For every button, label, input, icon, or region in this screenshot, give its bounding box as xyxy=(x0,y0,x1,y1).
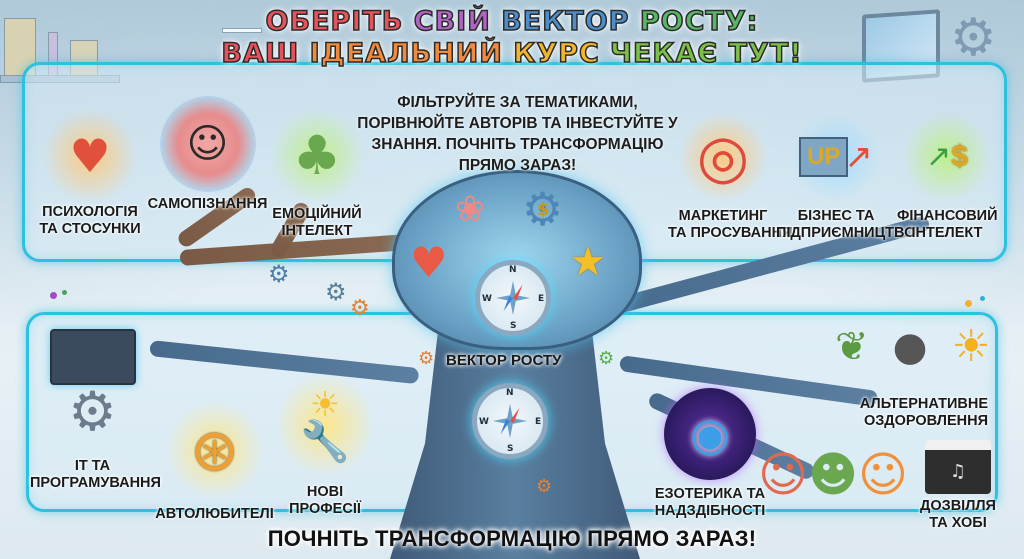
stones-icon: ● xyxy=(892,324,928,370)
herbs-stones-sun-icon: ❦ ● ☀ xyxy=(835,321,991,372)
gear-icon: ⚙ xyxy=(268,260,290,288)
compass-w: W xyxy=(482,294,492,304)
category-business[interactable]: UP ↗ БІЗНЕС ТА ПІДПРИЄМНИЦТВО xyxy=(776,112,916,242)
compass-w: W xyxy=(479,417,489,427)
gear-dollar-icon: ⚙ xyxy=(522,182,564,236)
category-label: ЕЗОТЕРИКА ТА xyxy=(654,486,766,502)
category-label: НОВІ xyxy=(306,484,344,500)
category-label: ЕМОЦІЙНИЙ xyxy=(272,206,362,222)
title-line-1: ОБЕРІТЬ СВІЙ ВЕКТОР РОСТУ: xyxy=(0,5,1024,38)
category-label: ПСИХОЛОГІЯ xyxy=(42,204,138,220)
decor-dot xyxy=(62,290,67,295)
wrench-lightbulb-icon: ☀ 🔧 xyxy=(280,366,370,484)
gear-icon: ⚙ xyxy=(536,476,553,497)
gear-icon: ⚙ xyxy=(325,278,347,306)
title-word: ВЕКТОР xyxy=(500,5,640,38)
category-marketing[interactable]: ◎ МАРКЕТИНГ ТА ПРОСУВАННЯ xyxy=(668,112,793,242)
compass-star-icon xyxy=(495,280,531,316)
herb-icon: ❦ xyxy=(835,324,869,370)
category-label: БІЗНЕС ТА xyxy=(797,208,875,224)
category-label: ТА СТОСУНКИ xyxy=(39,221,141,237)
category-label: АЛЬТЕРНАТИВНЕ xyxy=(859,396,988,412)
category-auto[interactable]: ⊛ АВТОЛЮБИТЕЛІ xyxy=(152,400,277,523)
brain-icon: ❀ xyxy=(455,189,486,230)
book xyxy=(4,18,36,76)
gear-icon: ⚙ xyxy=(950,8,997,68)
category-label: ДОЗВІЛЛЯ xyxy=(920,498,996,514)
category-label: ІНТЕЛЕКТ xyxy=(911,225,983,241)
ceiling-lamp xyxy=(222,28,262,33)
cta-banner[interactable]: ПОЧНІТЬ ТРАНСФОРМАЦІЮ ПРЯМО ЗАРАЗ! xyxy=(267,526,757,551)
category-label: ІНТЕЛЕКТ xyxy=(281,223,353,239)
category-label: НАДЗДІБНОСТІ xyxy=(654,503,766,519)
category-esoterics[interactable]: ◉ ЕЗОТЕРИКА ТА НАДЗДІБНОСТІ xyxy=(650,388,770,520)
category-label: МАРКЕТИНГ xyxy=(678,208,768,224)
lightbulb-icon: ☀ xyxy=(309,385,341,425)
category-label: ТА ПРОСУВАННЯ xyxy=(668,225,793,241)
decor-dot xyxy=(980,296,985,301)
compass-star-icon xyxy=(492,403,528,439)
star-icon: ★ xyxy=(570,239,606,285)
title-word: ВАШ xyxy=(221,37,310,70)
category-label: ПРОФЕСІЇ xyxy=(289,501,361,517)
title-word: ЧЕКАЄ ТУТ! xyxy=(609,37,803,70)
vector-label: ВЕКТОР РОСТУ xyxy=(446,352,562,369)
building-growth-icon: UP ↗ xyxy=(790,112,882,202)
compass-e: E xyxy=(535,417,542,427)
category-self-knowledge[interactable]: ☺ САМОПІЗНАННЯ xyxy=(145,96,270,213)
clapperboard-icon: ♫ xyxy=(925,440,991,494)
category-leisure[interactable]: ♫ ДОЗВІЛЛЯ ТА ХОБІ xyxy=(918,440,998,532)
gear-icon: ⚙ xyxy=(598,348,615,369)
title-line-2: ВАШ ІДЕАЛЬНИЙ КУРС ЧЕКАЄ ТУТ! xyxy=(0,37,1024,70)
gear-icon: ⚙ xyxy=(350,296,370,321)
steering-wheel-shield-icon: ⊛ xyxy=(164,400,265,500)
dancing-people-illustration: ☺ ☻ ☺ xyxy=(757,430,909,520)
gear-icon: ⚙ xyxy=(418,348,435,369)
category-label: ПІДПРИЄМНИЦТВО xyxy=(776,225,916,241)
target-arrow-icon: ◎ xyxy=(677,112,769,202)
category-label: ФІНАНСОВИЙ xyxy=(897,208,998,224)
page-title: ОБЕРІТЬ СВІЙ ВЕКТОР РОСТУ: ВАШ ІДЕАЛЬНИЙ… xyxy=(0,5,1024,70)
compass-icon: N E S W xyxy=(475,260,551,336)
compass-n: N xyxy=(509,265,517,275)
dancing-people-icon: ☺ ☻ ☺ xyxy=(757,447,909,503)
compass-n: N xyxy=(506,388,514,398)
category-psychology[interactable]: ♥ ПСИХОЛОГІЯ ТА СТОСУНКИ xyxy=(30,108,150,238)
brain-gears-icon: ☺ xyxy=(159,96,256,192)
category-emotional-intelligence[interactable]: ♣ ЕМОЦІЙНИЙ ІНТЕЛЕКТ xyxy=(262,106,372,240)
title-word: РОСТУ: xyxy=(639,5,759,38)
title-word: КУРС xyxy=(513,37,611,70)
compass-e: E xyxy=(538,294,545,304)
heart-icon: ♥ xyxy=(410,238,448,287)
wrench-icon: 🔧 xyxy=(300,419,350,465)
robot-arm-code-icon: ⚙ xyxy=(38,310,148,458)
code-window-icon xyxy=(49,329,136,385)
meditation-tree-icon: ♣ xyxy=(271,106,363,206)
dollar-icon: $ xyxy=(537,199,550,220)
hugging-couple-icon: ♥ xyxy=(42,108,138,204)
category-label: САМОПІЗНАННЯ xyxy=(147,196,268,212)
third-eye-icon: ◉ xyxy=(664,388,756,480)
decor-dot xyxy=(50,292,57,299)
compass-icon: N E S W xyxy=(472,383,548,459)
category-label: ТА ХОБІ xyxy=(929,515,987,531)
title-word: ІДЕАЛЬНИЙ xyxy=(309,37,514,70)
title-word: СВІЙ xyxy=(413,5,502,38)
coins-growth-icon: ↗ $ xyxy=(901,112,993,202)
compass-s: S xyxy=(510,321,517,331)
category-alt-health[interactable]: ❦ ● ☀ АЛЬТЕРНАТИВНЕ ОЗДОРОВЛЕННЯ xyxy=(818,304,1008,430)
category-label: АВТОЛЮБИТЕЛІ xyxy=(155,506,274,522)
compass-s: S xyxy=(507,444,514,454)
decor-dot xyxy=(965,300,972,307)
category-new-professions[interactable]: ☀ 🔧 НОВІ ПРОФЕСІЇ xyxy=(275,366,375,518)
title-word: ОБЕРІТЬ xyxy=(265,5,414,38)
category-label: ІТ ТА xyxy=(74,458,111,474)
subtitle: ФІЛЬТРУЙТЕ ЗА ТЕМАТИКАМИ, ПОРІВНЮЙТЕ АВТ… xyxy=(357,94,678,174)
category-it[interactable]: ⚙ ІТ ТА ПРОГРАМУВАННЯ xyxy=(30,310,161,492)
category-label: ОЗДОРОВЛЕННЯ xyxy=(863,413,988,429)
category-label: ПРОГРАМУВАННЯ xyxy=(30,475,161,491)
category-finance[interactable]: ↗ $ ФІНАНСОВИЙ ІНТЕЛЕКТ xyxy=(897,112,998,242)
